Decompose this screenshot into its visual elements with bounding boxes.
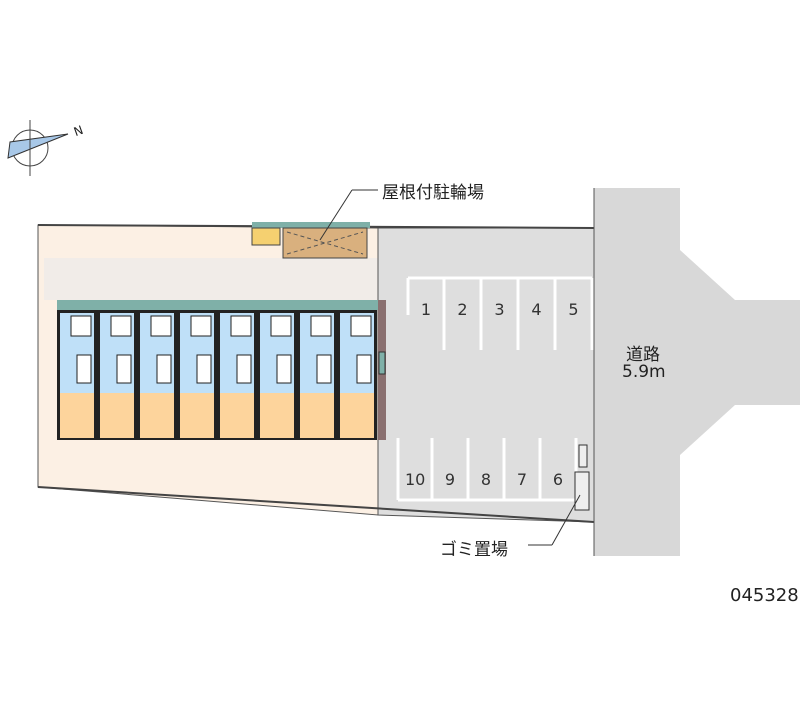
- leader-line: [551, 494, 581, 546]
- property-code: 045328: [730, 585, 799, 606]
- apartment-units: [57, 310, 377, 440]
- parking-space-number: 7: [516, 470, 528, 489]
- parking-lines: [396, 276, 594, 502]
- leader-line: [319, 189, 353, 241]
- apartment-unit: [177, 310, 217, 440]
- garbage-area: [578, 444, 588, 468]
- apartment-unit: [97, 310, 137, 440]
- apartment-unit: [257, 310, 297, 440]
- building-roof: [57, 300, 379, 310]
- shed-roof: [252, 222, 370, 228]
- apartment-unit: [57, 310, 97, 440]
- apartment-unit: [137, 310, 177, 440]
- parking-space-number: 3: [494, 300, 505, 319]
- apartment-unit: [337, 310, 377, 440]
- bike-parking-label: 屋根付駐輪場: [382, 183, 484, 203]
- garbage-label: ゴミ置場: [440, 540, 508, 560]
- apartment-unit: [217, 310, 257, 440]
- compass-icon: [7, 120, 69, 176]
- road: [594, 188, 800, 556]
- road-width-label: 5.9m: [622, 362, 666, 382]
- parking-space-number: 6: [552, 470, 564, 489]
- parking-space-number: 1: [420, 300, 432, 319]
- parking-space-number: 9: [444, 470, 456, 489]
- parking-space-number: 8: [480, 470, 492, 489]
- bike-shed: [282, 227, 368, 259]
- bike-rack: [251, 227, 281, 246]
- parking-space-number: 4: [531, 300, 542, 319]
- road-label: 道路: [626, 345, 660, 365]
- yard-inner: [44, 258, 378, 300]
- boundary-line: [37, 486, 595, 523]
- parking-space-number: 2: [457, 300, 468, 319]
- parking-space-number: 5: [568, 300, 579, 319]
- parking-space-number: 10: [405, 470, 426, 489]
- apartment-unit: [297, 310, 337, 440]
